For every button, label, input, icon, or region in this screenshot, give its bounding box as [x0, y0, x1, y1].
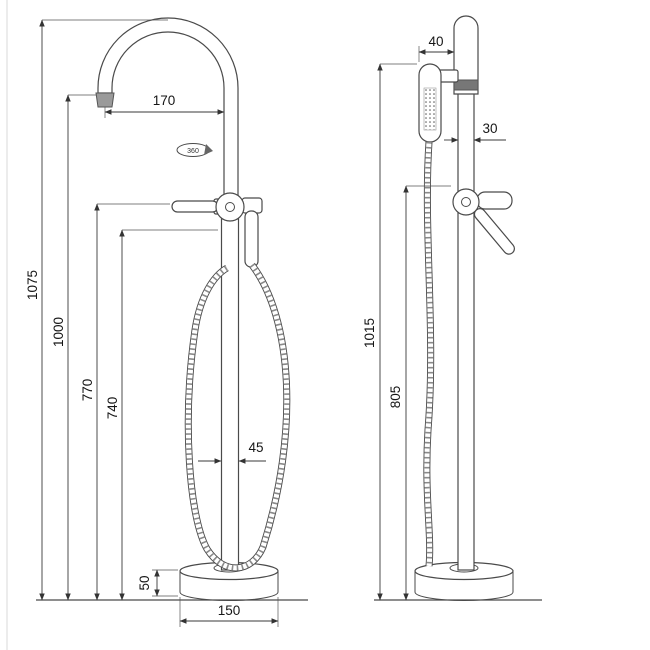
side-riser-column [457, 89, 475, 571]
dim-total-height-front-label: 1075 [25, 270, 40, 300]
front-shower-hose [184, 262, 291, 572]
side-shower-hose [423, 141, 435, 567]
dim-valve-height-front: 770 [80, 203, 170, 601]
dim-column-diameter-front-label: 45 [248, 440, 263, 455]
dim-total-height-side: 1015 [362, 63, 417, 601]
dim-column-diameter-side: 30 [444, 121, 506, 143]
swivel-label: 360 [187, 148, 199, 155]
dim-handshower-offset: 40 [418, 34, 455, 62]
dim-spout-reach: 170 [104, 93, 225, 118]
dim-valve-height-side: 805 [388, 185, 451, 601]
dim-spout-reach-label: 170 [153, 93, 176, 108]
dim-total-height-side-label: 1015 [362, 318, 377, 348]
dim-spout-height: 1000 [51, 94, 96, 601]
valve-body [215, 192, 245, 222]
side-valve-body [452, 188, 480, 216]
side-view: 40 30 1015 805 [362, 15, 542, 601]
dim-column-diameter-side-label: 30 [482, 121, 497, 136]
front-valve-assembly [171, 192, 263, 268]
dim-base-height: 50 [137, 569, 178, 597]
valve-screw [225, 202, 235, 212]
dim-base-diameter: 150 [179, 597, 279, 627]
front-view: 360 170 1075 1000 770 [25, 17, 308, 627]
side-mixer-handle [473, 208, 515, 255]
side-handshower [418, 63, 459, 143]
dim-base-diameter-label: 150 [218, 603, 241, 618]
side-spout-tube [453, 15, 479, 95]
dim-handle-height-label: 740 [105, 397, 120, 420]
side-spout-stub [476, 191, 513, 210]
dim-valve-height-front-label: 770 [80, 379, 95, 402]
swivel-arrow-icon [204, 144, 213, 155]
dim-base-height-label: 50 [137, 575, 152, 590]
dim-valve-height-side-label: 805 [388, 386, 403, 409]
spout-aerator [95, 92, 115, 108]
side-valve-assembly [452, 188, 515, 255]
swivel-symbol: 360 [176, 143, 213, 157]
spout-outlet-band [453, 79, 479, 91]
gooseneck-spout [97, 17, 239, 198]
dim-handshower-offset-label: 40 [428, 34, 443, 49]
handshower-spray-face [423, 87, 437, 131]
dim-total-height-front: 1075 [25, 19, 168, 601]
handshower-front [244, 210, 259, 268]
dim-column-diameter-front: 45 [198, 440, 266, 464]
side-valve-screw [461, 197, 471, 207]
mixer-handle [171, 200, 219, 213]
dim-handle-height: 740 [105, 229, 218, 601]
dim-spout-height-label: 1000 [51, 317, 66, 347]
